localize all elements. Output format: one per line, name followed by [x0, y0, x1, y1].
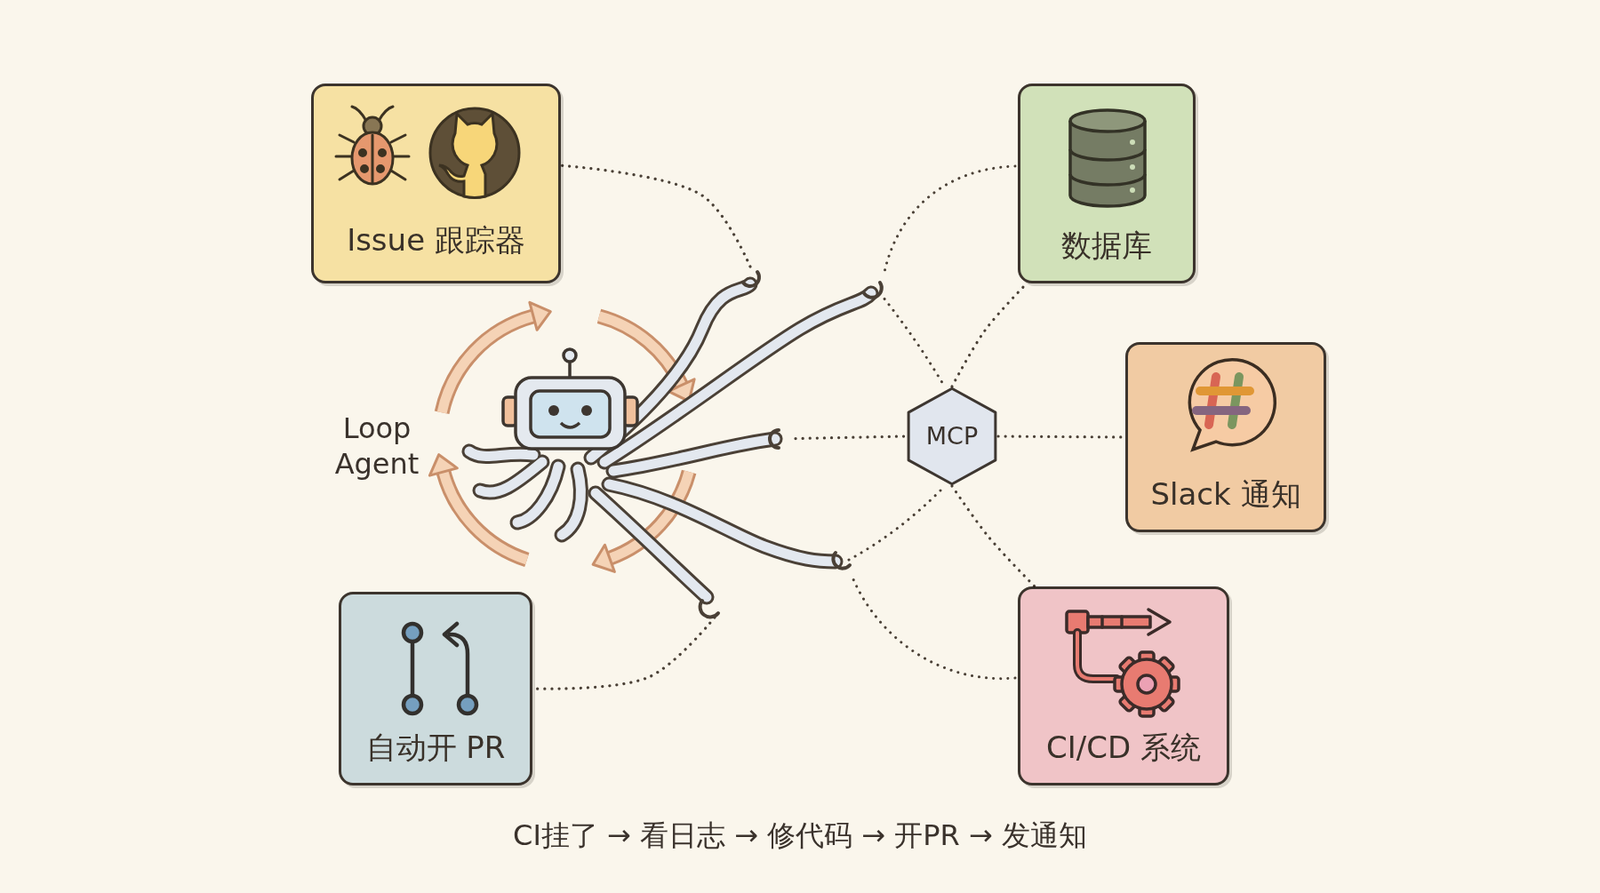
node-label: 自动开 PR [366, 730, 506, 766]
tool-box: Issue 跟踪器 [311, 83, 561, 284]
caption: CI挂了 → 看日志 → 修代码 → 开PR → 发通知 [512, 818, 1088, 853]
caption-row: CI挂了 → 看日志 → 修代码 → 开PR → 发通知 [0, 819, 1600, 853]
loop-arrowhead [429, 455, 457, 476]
node-label: Issue 跟踪器 [346, 223, 526, 258]
dotted-connector [952, 283, 1027, 387]
tool-box: CI/CD 系统 [1017, 586, 1230, 786]
dotted-connector [560, 165, 751, 267]
dotted-connector [998, 436, 1126, 438]
agent-label: Loop Agent [327, 410, 427, 482]
node-label: 数据库 [1061, 228, 1152, 264]
tool-box: 数据库 [1017, 83, 1196, 284]
tool-box: 自动开 PR [338, 592, 533, 786]
loop-arrowhead [529, 302, 551, 330]
robot [503, 349, 638, 449]
dotted-connector [795, 436, 906, 440]
tentacles [469, 272, 882, 617]
loop-arrowhead [592, 544, 615, 572]
node-label: Slack 通知 [1150, 477, 1301, 512]
agent-node: Loop Agent [435, 266, 796, 618]
node-label: CI/CD 系统 [1046, 730, 1201, 766]
mcp-hexagon: MCP [905, 386, 999, 487]
dotted-wire [848, 166, 1016, 680]
dotted-connector [952, 486, 1035, 587]
tool-box: Slack 通知 [1125, 342, 1327, 533]
node-label: MCP [926, 422, 978, 450]
dotted-connector [532, 617, 715, 689]
